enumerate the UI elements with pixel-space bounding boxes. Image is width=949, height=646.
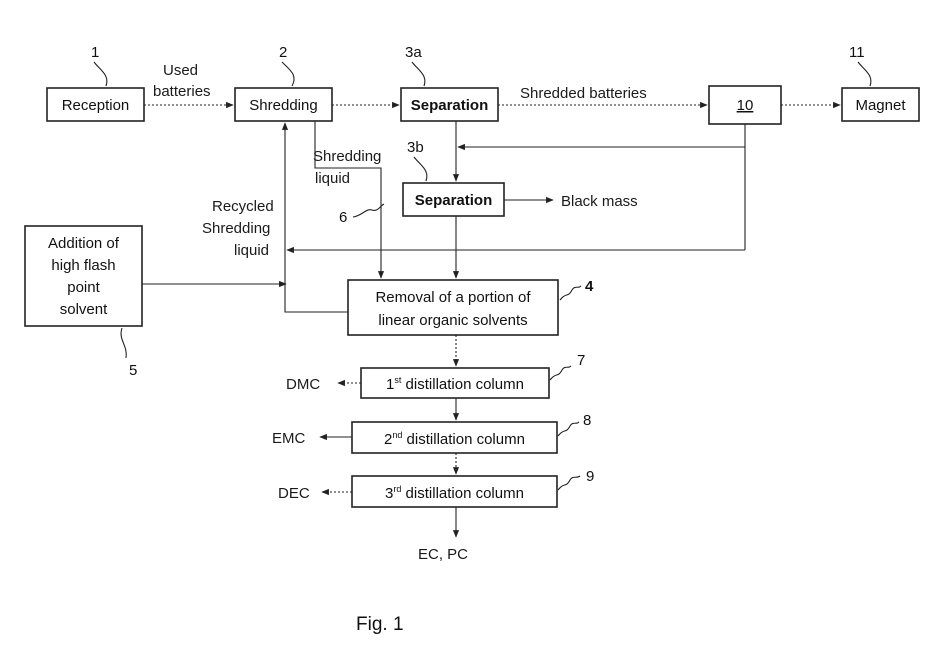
unit-10-box: 10 — [709, 86, 781, 124]
used-batteries-label-2: batteries — [153, 83, 211, 100]
addition-box: Addition of high flash point solvent — [25, 226, 142, 326]
removal-box: Removal of a portion of linear organic s… — [348, 280, 558, 335]
addition-line-4: solvent — [60, 301, 108, 318]
leader-8 — [558, 422, 579, 436]
ref-number-11: 11 — [849, 44, 865, 61]
separation-b-label: Separation — [415, 192, 493, 209]
separation-a-box: Separation — [401, 88, 498, 121]
shredded-batteries-label: Shredded batteries — [520, 85, 647, 102]
shredding-liquid-label-2: liquid — [315, 170, 350, 187]
ref-number-2: 2 — [279, 44, 287, 61]
ref-number-7: 7 — [577, 352, 585, 369]
distillation-column-1-box: 1st distillation column — [361, 368, 549, 398]
leader-4 — [560, 286, 581, 300]
ref-number-6: 6 — [339, 209, 347, 226]
shredding-liquid-label-1: Shredding — [313, 148, 381, 165]
emc-label: EMC — [272, 430, 306, 447]
leader-6 — [353, 204, 384, 217]
ref-number-9: 9 — [586, 468, 594, 485]
addition-line-3: point — [67, 279, 100, 296]
separation-a-label: Separation — [411, 97, 489, 114]
leader-2 — [282, 62, 294, 86]
distillation-column-2-box: 2nd distillation column — [352, 422, 557, 453]
removal-line-2: linear organic solvents — [378, 312, 527, 329]
addition-line-2: high flash — [51, 257, 115, 274]
leader-9 — [558, 476, 580, 490]
ref-number-4: 4 — [585, 278, 594, 295]
ref-number-1: 1 — [91, 44, 99, 61]
leader-7 — [550, 366, 571, 380]
leader-5 — [121, 328, 126, 358]
reception-box: Reception — [47, 88, 144, 121]
removal-line-1: Removal of a portion of — [375, 289, 531, 306]
recycled-liquid-label-2: Shredding — [202, 220, 270, 237]
distillation-column-3-box: 3rd distillation column — [352, 476, 557, 507]
addition-line-1: Addition of — [48, 235, 120, 252]
leader-3a — [412, 62, 425, 86]
distillation-column-3-label: 3rd distillation column — [385, 484, 524, 502]
shredding-label: Shredding — [249, 97, 317, 114]
recycled-liquid-label-1: Recycled — [212, 198, 274, 215]
ref-number-5: 5 — [129, 362, 137, 379]
black-mass-label: Black mass — [561, 193, 638, 210]
dmc-label: DMC — [286, 376, 320, 393]
distillation-column-2-label: 2nd distillation column — [384, 430, 525, 448]
shredding-box: Shredding — [235, 88, 332, 121]
distillation-column-1-label: 1st distillation column — [386, 375, 524, 393]
reception-label: Reception — [62, 97, 130, 114]
ref-number-3b: 3b — [407, 139, 424, 156]
magnet-box: Magnet — [842, 88, 919, 121]
ref-number-3a: 3a — [405, 44, 422, 61]
unit-10-label: 10 — [737, 97, 754, 114]
used-batteries-label-1: Used — [163, 62, 198, 79]
arrow-shredding-liquid — [315, 121, 381, 278]
ref-number-8: 8 — [583, 412, 591, 429]
ec-pc-label: EC, PC — [418, 546, 468, 563]
separation-b-box: Separation — [403, 183, 504, 216]
leader-11 — [858, 62, 871, 86]
magnet-label: Magnet — [855, 97, 906, 114]
recycled-liquid-label-3: liquid — [234, 242, 269, 259]
leader-3b — [414, 157, 427, 181]
figure-caption: Fig. 1 — [356, 614, 404, 635]
dec-label: DEC — [278, 485, 310, 502]
leader-1 — [94, 62, 107, 86]
